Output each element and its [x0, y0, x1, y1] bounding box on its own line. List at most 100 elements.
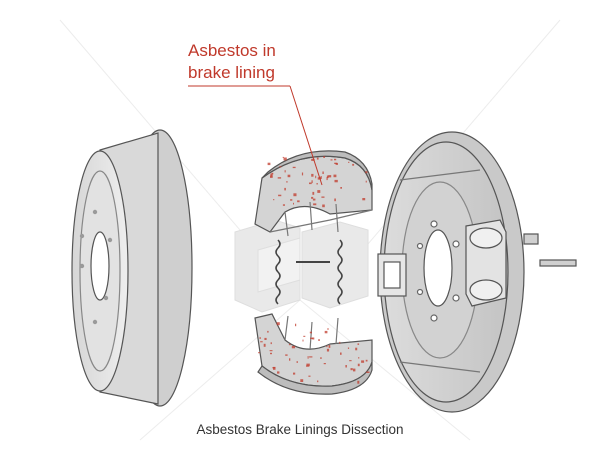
callout-leader: [188, 85, 323, 186]
asbestos-speck: [263, 343, 266, 347]
asbestos-speck: [316, 183, 318, 185]
asbestos-speck: [270, 342, 272, 345]
shoe-clip: [377, 253, 407, 297]
asbestos-speck: [291, 345, 296, 349]
asbestos-speck: [292, 166, 296, 169]
asbestos-speck: [295, 323, 297, 327]
asbestos-speck: [323, 156, 325, 158]
asbestos-speck: [303, 335, 306, 337]
backing-plate: [379, 131, 525, 413]
asbestos-speck: [293, 202, 294, 205]
asbestos-speck: [333, 174, 337, 178]
asbestos-speck: [321, 196, 325, 198]
asbestos-speck: [328, 345, 331, 348]
asbestos-speck: [317, 190, 321, 193]
asbestos-speck: [330, 159, 333, 161]
asbestos-speck: [366, 371, 370, 373]
parking-cable: [523, 233, 577, 267]
asbestos-speck: [365, 171, 368, 174]
watermark-block: [234, 219, 369, 313]
asbestos-speck: [260, 341, 263, 343]
asbestos-speck: [334, 162, 337, 164]
asbestos-speck: [353, 368, 356, 372]
asbestos-speck: [316, 157, 319, 160]
asbestos-speck: [310, 337, 314, 340]
asbestos-speck: [269, 350, 273, 352]
asbestos-speck: [323, 363, 326, 365]
asbestos-speck: [259, 337, 261, 339]
lower-brake-shoe: [254, 313, 373, 395]
asbestos-speck: [270, 352, 272, 355]
asbestos-speck: [365, 180, 367, 183]
asbestos-speck: [300, 379, 304, 382]
asbestos-speck: [308, 375, 311, 377]
asbestos-speck: [309, 182, 312, 185]
asbestos-speck: [311, 180, 313, 184]
asbestos-speck: [270, 175, 273, 178]
asbestos-speck: [311, 158, 315, 161]
asbestos-speck: [350, 368, 353, 371]
asbestos-speck: [273, 199, 275, 201]
asbestos-speck: [258, 352, 261, 354]
asbestos-speck: [327, 328, 329, 330]
asbestos-speck: [286, 181, 288, 183]
asbestos-speck: [264, 337, 267, 340]
asbestos-speck: [357, 343, 360, 345]
asbestos-speck: [326, 345, 328, 348]
asbestos-speck: [340, 187, 342, 189]
asbestos-speck: [307, 356, 309, 359]
asbestos-speck: [309, 331, 312, 334]
asbestos-speck: [345, 365, 347, 368]
asbestos-speck: [324, 330, 328, 334]
asbestos-speck: [289, 358, 291, 361]
asbestos-speck: [278, 194, 282, 197]
asbestos-speck: [293, 193, 297, 197]
asbestos-speck: [320, 357, 322, 359]
asbestos-speck: [283, 157, 287, 161]
asbestos-speck: [311, 173, 314, 177]
asbestos-speck: [293, 372, 296, 375]
asbestos-speck: [309, 356, 313, 358]
asbestos-speck: [362, 198, 366, 201]
wheel-cylinder: [465, 219, 507, 307]
asbestos-speck: [312, 337, 315, 340]
asbestos-speck: [301, 172, 304, 176]
asbestos-speck: [270, 173, 273, 177]
callout-line-2: brake lining: [188, 63, 275, 82]
asbestos-speck: [357, 380, 360, 384]
asbestos-speck: [357, 363, 360, 367]
asbestos-speck: [277, 177, 282, 179]
asbestos-speck: [352, 163, 355, 166]
asbestos-speck: [365, 359, 368, 362]
asbestos-speck: [288, 343, 291, 346]
asbestos-speck: [282, 156, 284, 158]
asbestos-speck: [339, 341, 341, 344]
asbestos-speck: [296, 361, 298, 363]
asbestos-speck: [284, 187, 286, 191]
asbestos-speck: [347, 347, 350, 349]
asbestos-speck: [306, 363, 310, 367]
asbestos-speck: [315, 175, 317, 179]
asbestos-speck: [277, 371, 280, 374]
asbestos-speck: [279, 166, 282, 168]
asbestos-speck: [313, 203, 317, 206]
diagram-caption: Asbestos Brake Linings Dissection: [196, 422, 404, 437]
asbestos-speck: [302, 339, 304, 342]
asbestos-speck: [290, 199, 293, 201]
asbestos-speck: [334, 179, 338, 183]
brake-drum: [71, 129, 193, 407]
asbestos-speck: [326, 348, 330, 352]
asbestos-speck: [334, 198, 336, 202]
asbestos-speck: [317, 177, 321, 180]
asbestos-speck: [326, 177, 328, 181]
asbestos-speck: [312, 191, 315, 195]
asbestos-speck: [320, 176, 322, 179]
asbestos-speck: [328, 175, 332, 178]
asbestos-speck: [318, 339, 320, 341]
asbestos-speck: [334, 158, 337, 161]
callout-line-1: Asbestos in: [188, 41, 276, 60]
asbestos-speck: [287, 174, 291, 178]
asbestos-speck: [312, 198, 316, 201]
